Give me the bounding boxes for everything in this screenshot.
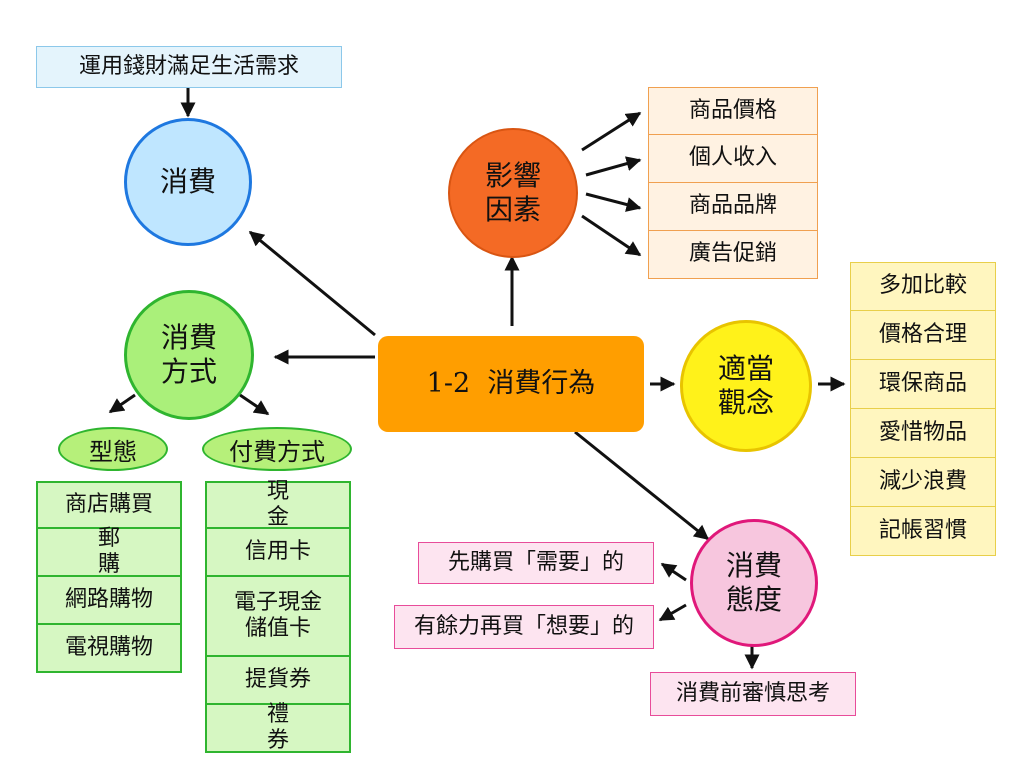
attitude-think-text: 消費前審慎思考	[675, 681, 830, 707]
arrow-factor-2	[585, 156, 642, 177]
center-node: 1-2 消費行為	[378, 336, 644, 432]
arrow-center-to-attitude	[574, 430, 710, 541]
attitude-needs-text: 先購買「需要」的	[447, 550, 624, 576]
method-circle: 消費 方式	[124, 290, 254, 420]
attitude-wants-box: 有餘力再買「想要」的	[394, 605, 654, 649]
consume-label: 消費	[159, 165, 216, 199]
payment-item: 禮 券	[205, 702, 351, 753]
consume-definition-text: 運用錢財滿足生活需求	[78, 54, 299, 80]
concept-item: 減少浪費	[850, 458, 996, 507]
consume-definition-box: 運用錢財滿足生活需求	[36, 46, 342, 88]
arrow-factor-1	[581, 111, 642, 152]
factor-item: 商品品牌	[648, 183, 818, 231]
factor-item: 個人收入	[648, 135, 818, 183]
attitude-label: 消費 態度	[725, 549, 782, 616]
arrow-factor-3	[585, 192, 642, 212]
type-item: 網路購物	[36, 577, 182, 625]
type-item: 商店購買	[36, 481, 182, 529]
arrow-attitude-to-needs	[660, 562, 687, 582]
factors-list: 商品價格 個人收入 商品品牌 廣告促銷	[648, 87, 818, 279]
concept-item: 記帳習慣	[850, 507, 996, 556]
factor-item: 商品價格	[648, 87, 818, 135]
concept-list: 多加比較 價格合理 環保商品 愛惜物品 減少浪費 記帳習慣	[850, 262, 996, 556]
type-item: 郵 購	[36, 526, 182, 577]
concept-item: 愛惜物品	[850, 409, 996, 458]
payment-label: 付費方式	[229, 437, 325, 466]
concept-label: 適當 觀念	[717, 352, 774, 419]
arrow-method-to-type	[108, 393, 136, 414]
type-item: 電視購物	[36, 625, 182, 673]
arrow-factor-4	[581, 214, 642, 257]
method-label: 消費 方式	[160, 321, 217, 388]
concept-item: 價格合理	[850, 311, 996, 360]
attitude-think-box: 消費前審慎思考	[650, 672, 856, 716]
arrow-method-to-payment	[239, 393, 270, 416]
concept-circle: 適當 觀念	[680, 320, 812, 452]
payment-item: 電子現金 儲值卡	[205, 577, 351, 657]
type-list: 商店購買 郵 購 網路購物 電視購物	[36, 481, 182, 673]
attitude-wants-text: 有餘力再買「想要」的	[413, 614, 634, 640]
center-label: 1-2 消費行為	[426, 368, 596, 400]
concept-item: 環保商品	[850, 360, 996, 409]
payment-item: 現 金	[205, 479, 351, 530]
concept-item: 多加比較	[850, 262, 996, 311]
factor-item: 廣告促銷	[648, 231, 818, 279]
type-label: 型態	[89, 437, 137, 466]
arrow-center-to-consume	[248, 230, 376, 337]
type-pill: 型態	[58, 427, 168, 471]
attitude-needs-box: 先購買「需要」的	[418, 542, 654, 584]
payment-pill: 付費方式	[202, 427, 352, 471]
arrow-attitude-to-wants	[658, 603, 687, 622]
factors-label: 影響 因素	[484, 159, 541, 226]
payment-list: 現 金 信用卡 電子現金 儲值卡 提貨券 禮 券	[205, 479, 351, 753]
payment-item: 信用卡	[205, 529, 351, 577]
consume-circle: 消費	[124, 118, 252, 246]
attitude-circle: 消費 態度	[690, 519, 818, 647]
factors-circle: 影響 因素	[448, 128, 578, 258]
payment-item: 提貨券	[205, 657, 351, 705]
